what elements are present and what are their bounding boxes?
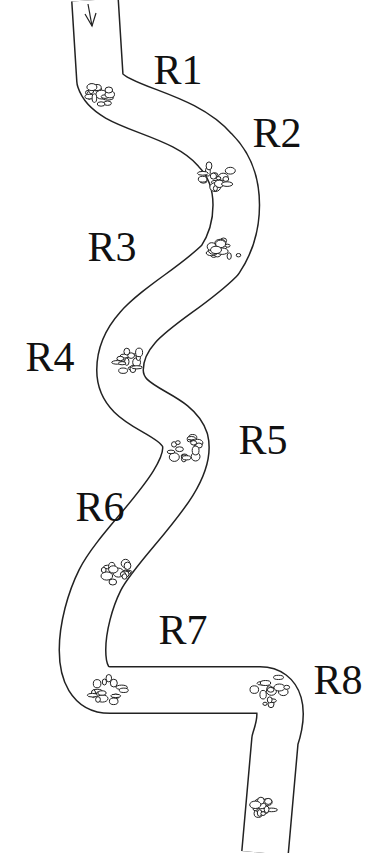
gravel-stone (191, 441, 197, 445)
gravel-stone (223, 177, 229, 182)
gravel-stone (197, 171, 208, 175)
reach-label: R7 (158, 609, 207, 651)
gravel-stone (87, 693, 97, 697)
gravel-stone (225, 167, 235, 174)
gravel-stone (260, 690, 266, 699)
gravel-stone (92, 94, 97, 103)
gravel-stone (93, 680, 101, 688)
gravel-stone (274, 684, 285, 691)
gravel-stone (222, 182, 233, 187)
gravel-stone (111, 694, 121, 697)
reach-label: R1 (153, 49, 202, 91)
flow-arrow (85, 4, 96, 26)
reach-label: R5 (238, 419, 287, 461)
gravel-stone (110, 679, 117, 687)
gravel-stone (265, 798, 272, 804)
gravel-bars (85, 84, 290, 818)
gravel-stone (119, 688, 128, 692)
gravel-stone (274, 675, 284, 679)
reach-label: R4 (25, 336, 74, 378)
gravel-stone (119, 368, 128, 373)
gravel-stone (213, 186, 217, 191)
gravel-stone (97, 102, 105, 106)
gravel-stone (105, 87, 113, 93)
gravel-stone (109, 579, 117, 585)
gravel-stone (267, 697, 272, 703)
gravel-stone (98, 691, 106, 695)
gravel-stone (176, 441, 181, 445)
gravel-stone (124, 348, 130, 355)
gravel-stone (182, 456, 191, 460)
reach-label: R3 (87, 226, 136, 268)
gravel-stone (122, 574, 127, 579)
gravel-stone (109, 698, 118, 705)
gravel-stone (119, 362, 126, 365)
gravel-stone (284, 685, 290, 689)
gravel-stone (136, 348, 143, 357)
gravel-stone (192, 446, 199, 455)
gravel-stone (87, 84, 97, 91)
gravel-stone (124, 562, 131, 569)
reach-label: R6 (75, 486, 124, 528)
gravel-stone (227, 253, 231, 260)
gravel-stone (206, 162, 212, 170)
gravel-stone (236, 254, 241, 257)
gravel-stone (250, 686, 259, 694)
gravel-stone (198, 176, 207, 182)
gravel-stone (250, 801, 261, 808)
gravel-stone (187, 437, 195, 440)
reach-label: R8 (313, 659, 362, 701)
gravel-stone (96, 697, 101, 703)
gravel-stone (102, 679, 106, 685)
gravel-stone (267, 687, 274, 692)
gravel-stone (132, 366, 143, 369)
gravel-stone (261, 812, 266, 816)
gravel-stone (211, 246, 222, 253)
gravel-stone (117, 356, 124, 360)
gravel-stone (210, 173, 216, 179)
reach-label: R2 (252, 112, 301, 154)
gravel-stone (263, 702, 267, 705)
gravel-stone (101, 567, 106, 572)
gravel-stone (260, 681, 270, 686)
gravel-stone (167, 450, 175, 454)
gravel-stone (109, 566, 118, 573)
gravel-stone (176, 447, 184, 452)
